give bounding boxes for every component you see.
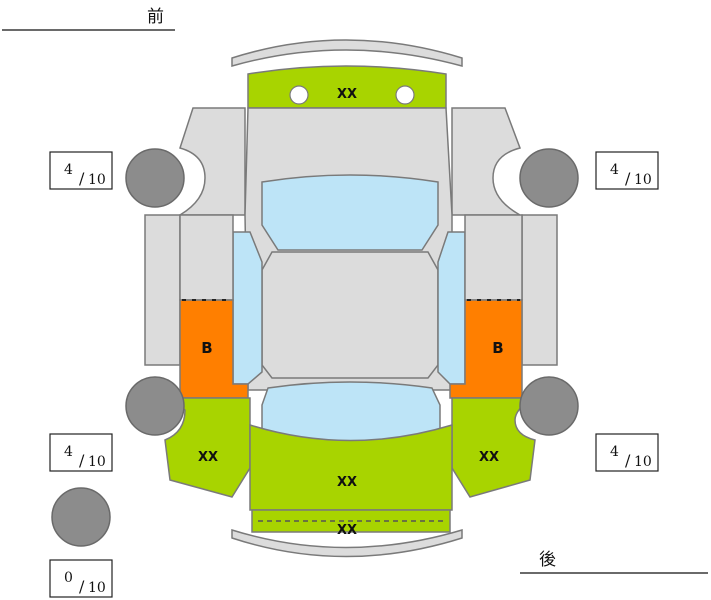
front-left-tire[interactable] xyxy=(125,148,185,208)
right-front-fender[interactable] xyxy=(451,107,523,216)
trunk-mark: XX xyxy=(337,475,357,490)
front-right-tread-slash: / xyxy=(625,169,631,188)
rear-left-tread-num: 4 xyxy=(64,444,73,460)
spare-tread-slash: / xyxy=(79,577,85,596)
right-rocker-panel[interactable] xyxy=(521,214,558,366)
rear-right-tread-den: 10 xyxy=(634,454,652,470)
spare-tread-den: 10 xyxy=(88,580,106,596)
front-left-tread-num: 4 xyxy=(64,162,73,178)
rear-bumper[interactable] xyxy=(231,528,463,558)
rear-label: 後 xyxy=(539,550,556,570)
front-right-tread-box: 4 / 10 xyxy=(595,151,659,190)
left-rear-quarter[interactable] xyxy=(162,397,251,498)
left-headlight xyxy=(289,85,309,105)
right-front-door[interactable] xyxy=(464,214,523,301)
front-left-tread-den: 10 xyxy=(88,172,106,188)
right-headlight xyxy=(395,85,415,105)
right-door-mark: B xyxy=(492,339,503,357)
spare-tread-num: 0 xyxy=(64,570,73,586)
right-rear-door[interactable] xyxy=(449,299,523,399)
spare-tire[interactable] xyxy=(51,487,111,547)
spare-tread-box: 0 / 10 xyxy=(49,559,113,598)
front-right-tread-den: 10 xyxy=(634,172,652,188)
right-side-window[interactable] xyxy=(437,231,466,385)
rear-left-tread-box: 4 / 10 xyxy=(49,433,113,472)
front-right-tread-num: 4 xyxy=(610,162,619,178)
rear-right-tire[interactable] xyxy=(519,376,579,436)
front-left-tread-slash: / xyxy=(79,169,85,188)
rear-bumper-mark: XX xyxy=(337,523,357,538)
left-side-window[interactable] xyxy=(232,231,263,385)
windshield[interactable] xyxy=(261,174,439,251)
left-rear-quarter-mark: XX xyxy=(198,450,218,465)
rear-left-tire[interactable] xyxy=(125,376,185,436)
front-left-tread-box: 4 / 10 xyxy=(49,151,113,190)
rear-right-tread-num: 4 xyxy=(610,444,619,460)
front-right-tire[interactable] xyxy=(519,148,579,208)
trunk-panel[interactable] xyxy=(249,423,453,511)
rear-right-tread-box: 4 / 10 xyxy=(595,433,659,472)
left-front-fender[interactable] xyxy=(177,107,246,216)
front-bumper[interactable] xyxy=(231,39,463,67)
rear-right-tread-slash: / xyxy=(625,451,631,470)
rear-left-tread-slash: / xyxy=(79,451,85,470)
right-rear-quarter-mark: XX xyxy=(479,450,499,465)
left-rocker-panel[interactable] xyxy=(144,214,181,366)
front-label: 前 xyxy=(147,7,164,27)
left-door-mark: B xyxy=(201,339,212,357)
roof-panel[interactable] xyxy=(261,251,439,379)
hood-mark: XX xyxy=(337,87,357,102)
left-front-door[interactable] xyxy=(179,214,234,301)
rear-left-tread-den: 10 xyxy=(88,454,106,470)
